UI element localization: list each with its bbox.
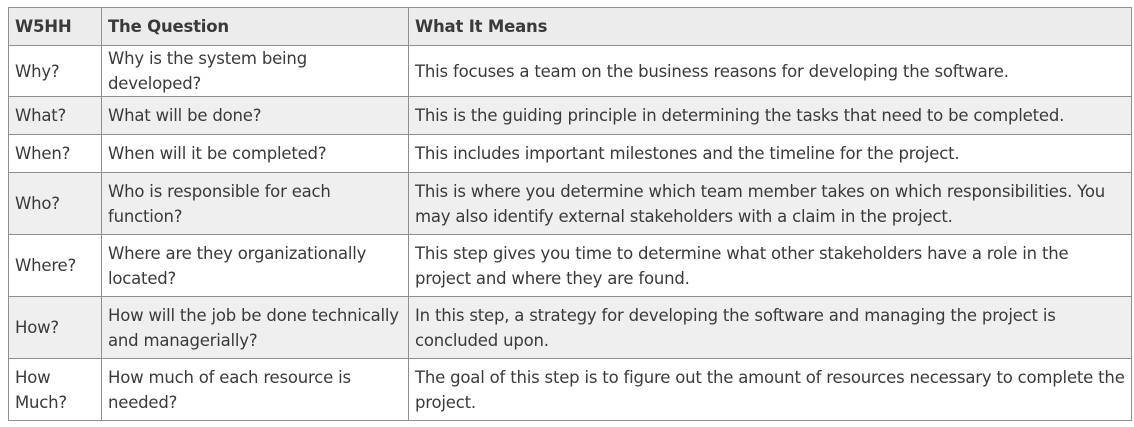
- table-header-row: W5HH The Question What It Means: [8, 7, 1132, 46]
- header-meaning: What It Means: [408, 7, 1132, 46]
- question-cell: What will be done?: [101, 96, 409, 135]
- table-row: Who? Who is responsible for each functio…: [8, 172, 1132, 235]
- w5hh-cell: Who?: [8, 172, 102, 235]
- table-row: How? How will the job be done technicall…: [8, 296, 1132, 359]
- w5hh-table: W5HH The Question What It Means Why? Why…: [8, 7, 1132, 421]
- table-row: How Much? How much of each resource is n…: [8, 358, 1132, 421]
- meaning-cell: This is the guiding principle in determi…: [408, 96, 1132, 135]
- meaning-cell: The goal of this step is to figure out t…: [408, 358, 1132, 421]
- meaning-cell: This is where you determine which team m…: [408, 172, 1132, 235]
- w5hh-cell: When?: [8, 134, 102, 173]
- table-row: Why? Why is the system being developed? …: [8, 45, 1132, 97]
- table-row: Where? Where are they organizationally l…: [8, 234, 1132, 297]
- question-cell: When will it be completed?: [101, 134, 409, 173]
- header-w5hh: W5HH: [8, 7, 102, 46]
- table-row: What? What will be done? This is the gui…: [8, 96, 1132, 135]
- w5hh-cell: How?: [8, 296, 102, 359]
- question-cell: Where are they organizationally located?: [101, 234, 409, 297]
- question-cell: Why is the system being developed?: [101, 45, 409, 97]
- meaning-cell: This includes important milestones and t…: [408, 134, 1132, 173]
- w5hh-cell: Where?: [8, 234, 102, 297]
- w5hh-cell: What?: [8, 96, 102, 135]
- question-cell: Who is responsible for each function?: [101, 172, 409, 235]
- question-cell: How will the job be done technically and…: [101, 296, 409, 359]
- table-row: When? When will it be completed? This in…: [8, 134, 1132, 173]
- meaning-cell: This focuses a team on the business reas…: [408, 45, 1132, 97]
- w5hh-cell: Why?: [8, 45, 102, 97]
- w5hh-cell: How Much?: [8, 358, 102, 421]
- meaning-cell: This step gives you time to determine wh…: [408, 234, 1132, 297]
- meaning-cell: In this step, a strategy for developing …: [408, 296, 1132, 359]
- question-cell: How much of each resource is needed?: [101, 358, 409, 421]
- header-question: The Question: [101, 7, 409, 46]
